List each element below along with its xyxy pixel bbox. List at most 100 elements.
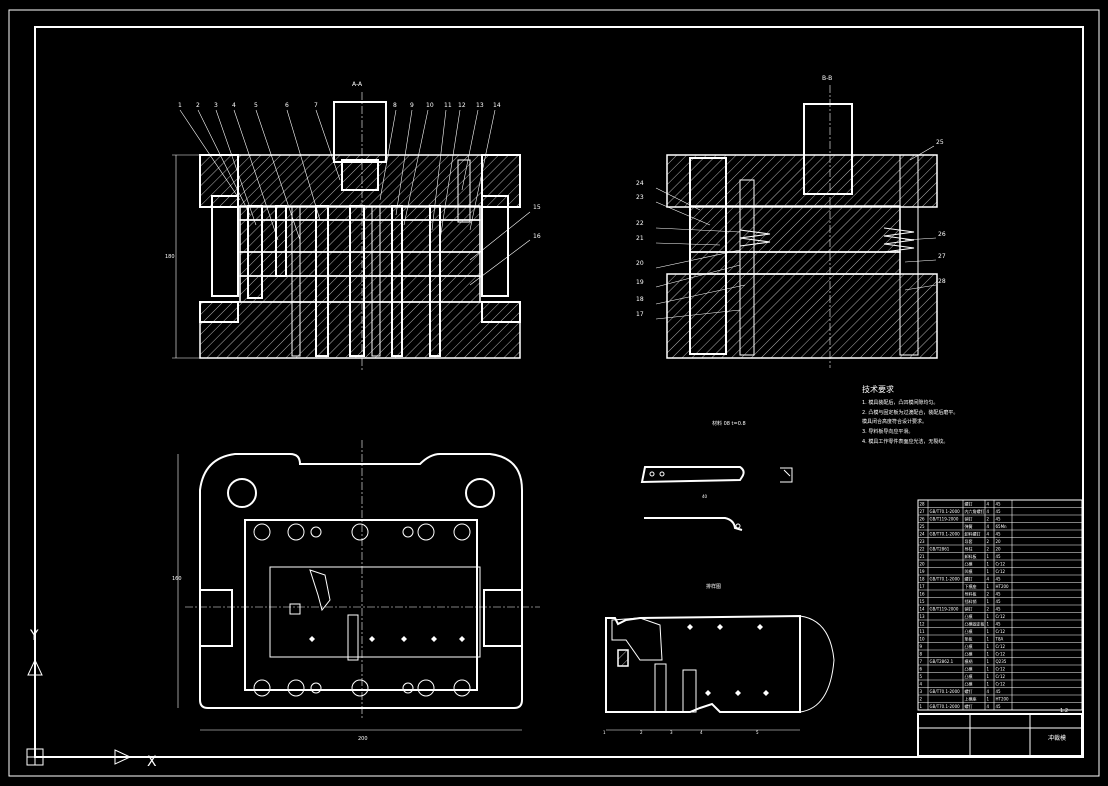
bom-cell-qty: 1	[987, 562, 990, 567]
layout-label: 排样图	[706, 583, 721, 590]
bom-cell-name: 上模座	[965, 696, 977, 702]
bom-cell-qty: 1	[987, 622, 990, 627]
bom-cell-no: 15	[920, 599, 926, 604]
bom-cell-name: 内六角螺钉	[965, 508, 985, 514]
bom-cell-name: 销钉	[965, 606, 973, 612]
svg-text:3. 导料板导向应平滑。: 3. 导料板导向应平滑。	[862, 428, 913, 435]
bom-cell-name: 弹簧	[965, 523, 973, 529]
bom-cell-qty: 1	[987, 614, 990, 619]
side-section-view[interactable]: B-B 24 23 21 20 19 18 17 22 25 26 27 28	[636, 75, 946, 368]
bom-row: 20 凸模 1 Cr12	[918, 561, 1082, 568]
bom-cell-name: 模柄	[965, 658, 973, 664]
svg-text:17: 17	[636, 311, 644, 318]
svg-text:20: 20	[636, 260, 644, 267]
bom-cell-no: 12	[920, 622, 926, 627]
bom-cell-material: 45	[996, 599, 1002, 604]
sheet-outer-border	[8, 9, 1100, 777]
svg-text:3: 3	[670, 730, 673, 735]
bom-cell-qty: 2	[987, 539, 990, 544]
bom-cell-material: Cr12	[996, 562, 1006, 567]
bom-cell-qty: 1	[987, 659, 990, 664]
bom-cell-qty: 1	[987, 569, 990, 574]
plan-view[interactable]: 200 160	[172, 440, 540, 742]
bom-cell-name: 凸模	[965, 613, 973, 619]
bom-cell-name: 挡料销	[965, 598, 977, 604]
bom-cell-qty: 4	[987, 502, 990, 507]
svg-text:24: 24	[636, 180, 644, 187]
bom-cell-name: 卸料螺钉	[965, 531, 981, 537]
bom-cell-qty: 4	[987, 524, 990, 529]
bom-cell-no: 17	[920, 584, 926, 589]
bom-cell-no: 5	[920, 674, 923, 679]
svg-text:模具闭合高度符合设计要求。: 模具闭合高度符合设计要求。	[862, 418, 927, 425]
svg-text:9: 9	[410, 102, 414, 109]
bom-cell-name: 下模座	[965, 583, 977, 589]
bom-cell-no: 8	[920, 652, 923, 657]
svg-text:6: 6	[285, 102, 289, 109]
bom-cell-no: 26	[920, 517, 926, 522]
svg-text:1: 1	[603, 730, 606, 735]
svg-text:2. 凸模与固定板为过渡配合，装配后磨平。: 2. 凸模与固定板为过渡配合，装配后磨平。	[862, 409, 958, 416]
bom-cell-no: 25	[920, 524, 926, 529]
bom-cell-material: 45	[996, 554, 1002, 559]
part-drawing[interactable]: 材料 08 t=0.8 40	[640, 420, 793, 531]
bom-cell-name: 凸模固定板	[965, 621, 985, 627]
bom-cell-no: 13	[920, 614, 926, 619]
bom-cell-name: 导料板	[965, 591, 977, 597]
bom-cell-name: 螺钉	[965, 688, 973, 694]
bom-cell-material: Q235	[996, 659, 1007, 664]
front-section-title: A-A	[352, 81, 363, 88]
bom-cell-standard: GB/T70.1-2000	[930, 509, 961, 514]
bom-cell-no: 20	[920, 562, 926, 567]
bom-cell-qty: 1	[987, 674, 990, 679]
bom-cell-material: Cr12	[996, 682, 1006, 687]
bom-cell-name: 凸模	[965, 561, 973, 567]
bom-cell-name: 凸模	[965, 681, 973, 687]
svg-text:40: 40	[702, 494, 708, 499]
bom-cell-standard: GB/T119-2000	[930, 607, 959, 612]
strip-layout[interactable]: 排样图 1 2 3 4 5	[603, 583, 835, 735]
front-section-view[interactable]: A-A 180	[165, 81, 541, 370]
bom-cell-standard: GB/T70.1-2000	[930, 704, 961, 709]
svg-text:4: 4	[700, 730, 703, 735]
bom-cell-qty: 1	[987, 554, 990, 559]
bom-cell-name: 凸模	[965, 643, 973, 649]
bom-cell-no: 16	[920, 592, 926, 597]
svg-text:1: 1	[178, 102, 182, 109]
svg-text:5: 5	[254, 102, 258, 109]
svg-text:18: 18	[636, 296, 644, 303]
bom-cell-qty: 1	[987, 667, 990, 672]
bom-cell-qty: 1	[987, 644, 990, 649]
bom-cell-material: 65Mn	[996, 524, 1008, 529]
bom-cell-qty: 4	[987, 509, 990, 514]
sheet-inner-border	[34, 26, 1084, 758]
bom-cell-material: 45	[996, 502, 1002, 507]
svg-text:23: 23	[636, 194, 644, 201]
bom-cell-standard: GB/T2862.1	[930, 659, 954, 664]
bom-cell-no: 1	[920, 704, 923, 709]
bom-cell-name: 凹模	[965, 568, 973, 574]
bom-cell-qty: 2	[987, 592, 990, 597]
bom-cell-material: 45	[996, 532, 1002, 537]
bom-cell-material: Cr12	[996, 569, 1006, 574]
bom-cell-name: 凸模	[965, 666, 973, 672]
bom-cell-material: Cr12	[996, 674, 1006, 679]
svg-text:21: 21	[636, 235, 644, 242]
bom-cell-no: 19	[920, 569, 926, 574]
front-part-labels: 1 2 3 4 5 6 7 8 9 10 11 12 13 14 15 16	[178, 102, 541, 286]
bom-cell-qty: 1	[987, 652, 990, 657]
